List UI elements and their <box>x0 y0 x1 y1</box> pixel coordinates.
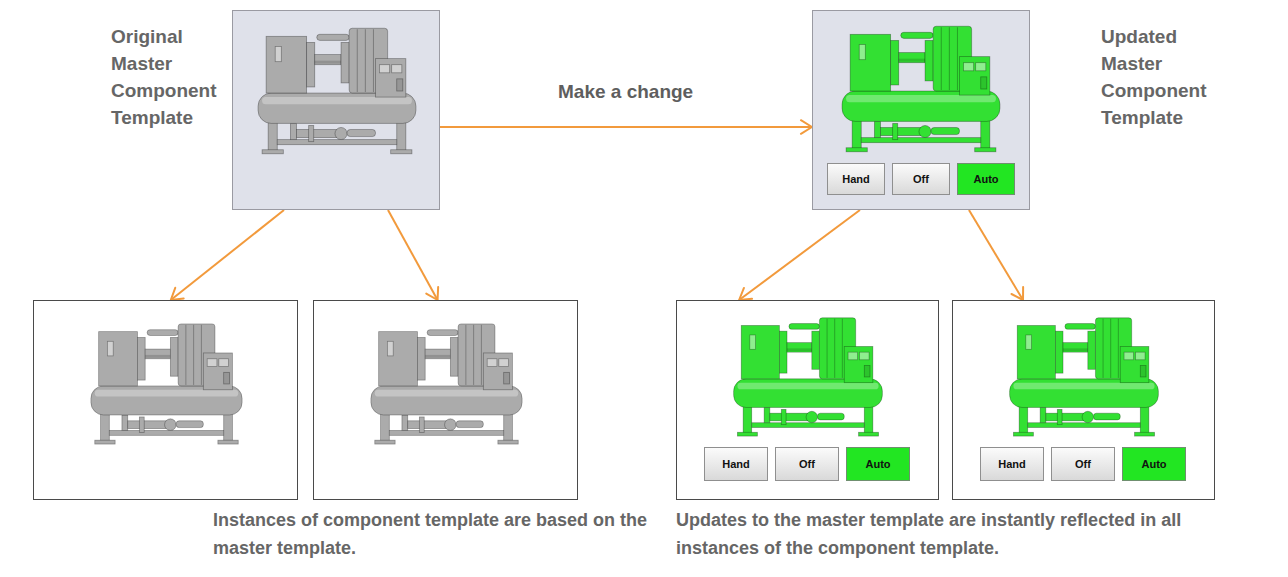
button-label: Off <box>913 173 929 185</box>
chiller-illustration <box>1010 318 1159 436</box>
template-ground <box>232 10 440 210</box>
button-label: Auto <box>865 458 890 470</box>
mode-button: Off <box>892 163 950 195</box>
mode-button: Off <box>1051 447 1115 481</box>
mode-button: Auto <box>846 447 910 481</box>
instance-box: Hand Off Auto <box>952 300 1215 500</box>
button-label: Hand <box>722 458 750 470</box>
connector-arrow <box>171 210 284 300</box>
chiller-illustration <box>842 26 1000 152</box>
arrow-head <box>171 288 184 300</box>
instance-box: Hand Off Auto <box>676 300 939 500</box>
connector-arrow <box>388 210 438 300</box>
arrow-head <box>739 288 752 300</box>
button-label: Off <box>1075 458 1091 470</box>
connector-arrow <box>739 210 860 300</box>
template-box: Updated Master Component TemplateHandOff… <box>812 10 1030 210</box>
caption-text: Updates to the master template are insta… <box>676 506 1236 562</box>
mode-button: Auto <box>957 163 1015 195</box>
mode-button: Auto <box>1122 447 1186 481</box>
instance-box <box>33 300 298 500</box>
chiller-illustration <box>258 28 416 154</box>
connector-line <box>969 210 1023 300</box>
edge-label: Make a change <box>554 81 697 103</box>
chiller-illustration <box>91 324 242 444</box>
mode-button: Hand <box>980 447 1044 481</box>
caption-text: Instances of component template are base… <box>213 506 653 562</box>
template-box: Original Master Component Template <box>232 10 440 210</box>
connector-arrow <box>969 210 1023 300</box>
connector-arrow <box>440 120 812 134</box>
mode-button: Off <box>775 447 839 481</box>
button-label: Auto <box>973 173 998 185</box>
instance-box <box>313 300 578 500</box>
chiller-illustration <box>371 324 522 444</box>
button-label: Hand <box>998 458 1026 470</box>
mode-button: Hand <box>704 447 768 481</box>
connector-line <box>388 210 438 300</box>
arrow-head <box>1011 287 1023 300</box>
template-ground <box>812 10 1030 210</box>
connector-line <box>440 126 812 128</box>
button-label: Auto <box>1141 458 1166 470</box>
template-heading: Original Master Component Template <box>111 23 223 131</box>
arrow-head <box>426 287 438 300</box>
button-label: Hand <box>842 173 870 185</box>
chiller-illustration <box>734 318 883 436</box>
connector-line <box>739 210 860 300</box>
button-label: Off <box>799 458 815 470</box>
mode-button: Hand <box>827 163 885 195</box>
arrow-head <box>801 120 812 134</box>
connector-line <box>171 210 284 300</box>
template-heading: Updated Master Component Template <box>1101 23 1223 131</box>
